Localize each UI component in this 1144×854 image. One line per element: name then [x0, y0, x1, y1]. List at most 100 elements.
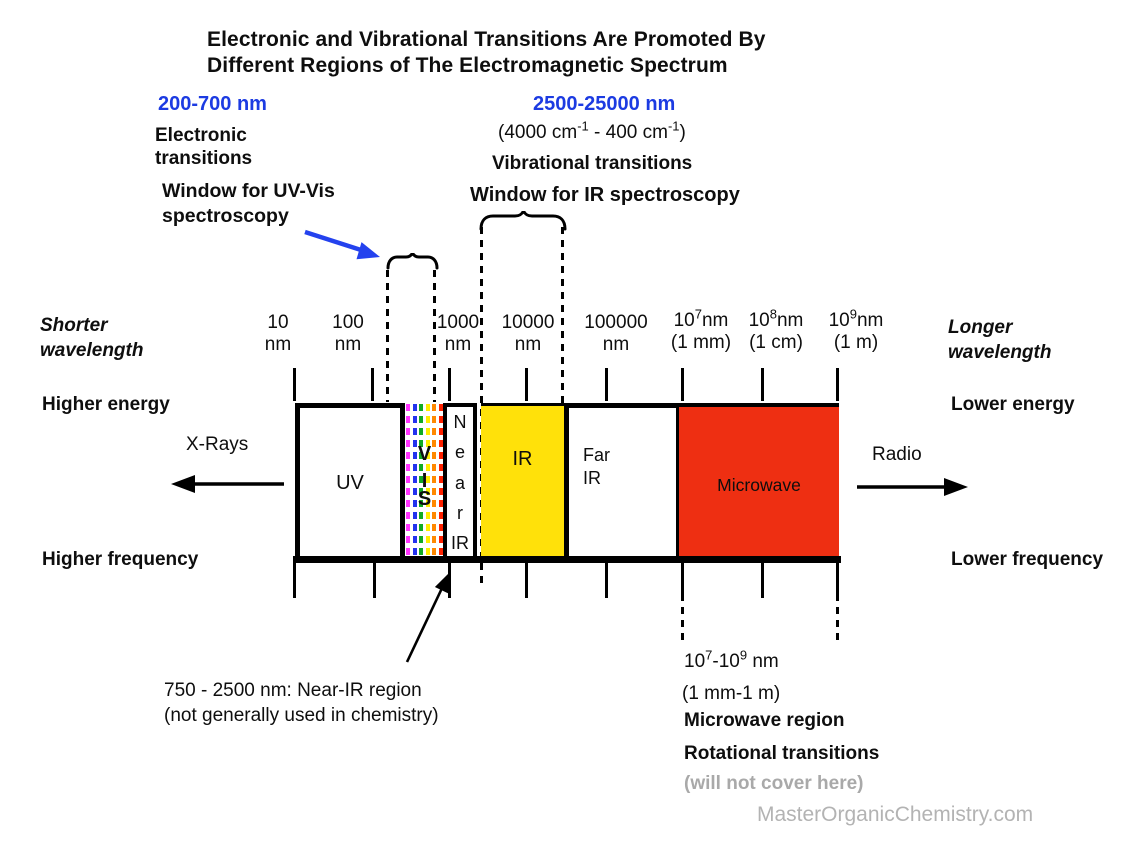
scale-value: nm [776, 310, 804, 331]
higher-energy-label: Higher energy [42, 394, 170, 415]
longer-wavelength-label: Longer wavelength [948, 317, 1052, 363]
scale-value: 100000 [584, 312, 648, 333]
spectrum-bar-baseline [293, 556, 841, 563]
vis-color-column [412, 404, 417, 560]
guide-dashed-line-uvvis-right [433, 270, 436, 402]
near-ir-letter: a [454, 472, 465, 493]
scale-label-10nm: 10 nm [218, 312, 338, 356]
ir-range: 2500-25000 nm [533, 93, 676, 115]
microwave-note-will-not-cover: (will not cover here) [684, 773, 864, 794]
scale-unit: nm [444, 334, 472, 355]
scale-value: 10 [267, 312, 289, 333]
scale-unit: (1 cm) [749, 332, 803, 353]
scale-value: 10 [828, 310, 850, 331]
electronic-transitions-label: Electronic transitions [155, 125, 253, 169]
microwave-note-region: Microwave region [684, 710, 845, 731]
tick-mark [371, 368, 374, 401]
mw-range-sup: 7 [705, 647, 713, 663]
near-ir-letter: r [457, 502, 463, 523]
scale-sup: 9 [849, 306, 857, 322]
tick-mark [836, 563, 839, 595]
near-ir-region: N e a r IR [443, 403, 477, 563]
ir-window-brace [479, 211, 567, 231]
tick-mark [373, 563, 376, 598]
mw-range-part: 10 [684, 651, 706, 672]
scale-value: 10 [673, 310, 695, 331]
radio-label: Radio [872, 444, 922, 465]
radio-arrow [857, 478, 968, 496]
mw-range-part: -10 [712, 651, 740, 672]
scale-label-100nm: 100 nm [288, 312, 408, 356]
lower-energy-label: Lower energy [951, 394, 1075, 415]
ir-region-label: IR [512, 448, 533, 470]
near-ir-note-arrow [405, 572, 450, 663]
higher-frequency-label: Higher frequency [42, 549, 199, 570]
scale-unit: nm [334, 334, 362, 355]
wavenumber-range: (4000 cm-1 - 400 cm-1) [498, 118, 686, 144]
title-line-1: Electronic and Vibrational Transitions A… [207, 28, 766, 51]
near-ir-label-ir: IR [451, 533, 469, 553]
vibrational-transitions-label: Vibrational transitions [492, 153, 693, 174]
scale-label-1e7nm: 107nm (1 mm) [641, 306, 761, 354]
tick-mark [293, 368, 296, 401]
near-ir-note: 750 - 2500 nm: Near-IR region (not gener… [164, 680, 439, 726]
guide-dashed-line-microwave-left [681, 594, 684, 646]
wavenumber-part: - 400 cm [588, 122, 668, 143]
scale-label-1000nm: 1000 nm [398, 312, 518, 356]
uv-vis-window-label: Window for UV-Vis spectroscopy [162, 180, 335, 227]
tick-mark [681, 563, 684, 595]
scale-value: 10 [748, 310, 770, 331]
lower-frequency-label: Lower frequency [951, 549, 1104, 570]
shorter-wavelength-label: Shorter wavelength [40, 315, 144, 361]
tick-mark [448, 563, 451, 598]
vis-color-column [425, 404, 430, 560]
vis-letter-v: V [417, 443, 432, 465]
scale-unit: nm [514, 334, 542, 355]
guide-dashed-line-ir-right [561, 227, 564, 560]
uv-vis-range: 200-700 nm [158, 93, 267, 115]
uv-vis-pointer-arrow [304, 229, 380, 260]
scale-unit: nm [602, 334, 630, 355]
vis-color-column [432, 404, 437, 560]
tick-mark [605, 563, 608, 598]
tick-mark [293, 563, 296, 598]
scale-value: 10000 [501, 312, 555, 333]
vis-color-column [419, 404, 424, 560]
uv-region: UV [295, 403, 405, 563]
title-line-2: Different Regions of The Electromagnetic… [207, 54, 728, 77]
scale-label-1e9nm: 109nm (1 m) [796, 306, 916, 354]
microwave-note-range-metric: (1 mm-1 m) [682, 683, 781, 704]
scale-value: 1000 [436, 312, 480, 333]
tick-mark [761, 563, 764, 598]
page-title: Electronic and Vibrational Transitions A… [207, 27, 766, 79]
scale-label-100000nm: 100000 nm [556, 312, 676, 356]
mw-range-sup: 9 [739, 647, 748, 663]
guide-dashed-line-uvvis-left [386, 270, 389, 402]
wavenumber-part: ) [679, 122, 686, 143]
ir-region: IR [481, 403, 564, 563]
scale-unit: (1 m) [833, 332, 879, 353]
uv-region-label: UV [336, 471, 364, 494]
scale-value: nm [856, 310, 884, 331]
uv-vis-window-brace [386, 253, 439, 270]
watermark: MasterOrganicChemistry.com [757, 803, 1034, 826]
far-ir-region: Far IR [564, 403, 681, 563]
tick-mark [525, 368, 528, 401]
tick-mark [681, 368, 684, 401]
near-ir-letter: N [453, 412, 467, 432]
vis-color-column [406, 404, 410, 560]
tick-mark [448, 368, 451, 401]
microwave-note-range: 107-109 nm [684, 647, 779, 673]
wavenumber-sup: -1 [667, 118, 680, 134]
scale-value: nm [701, 310, 729, 331]
scale-value: 100 [332, 312, 364, 333]
far-ir-region-label: Far IR [583, 445, 610, 488]
scale-unit: (1 mm) [670, 332, 732, 353]
scale-sup: 7 [694, 306, 702, 322]
scale-unit: nm [264, 334, 292, 355]
near-ir-letter: e [454, 442, 465, 463]
xrays-arrow [171, 475, 284, 493]
guide-dashed-line-microwave-right [836, 594, 839, 646]
scale-label-1e8nm: 108nm (1 cm) [716, 308, 836, 354]
